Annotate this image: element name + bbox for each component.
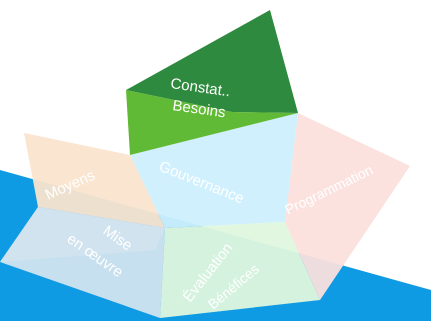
programmation-facet <box>285 113 410 300</box>
constat-sail-dark <box>126 10 298 113</box>
mise-en-oeuvre-facet <box>0 207 165 318</box>
gouvernance-facet <box>130 113 298 228</box>
constat-sail-light <box>126 90 298 155</box>
evaluation-facet <box>160 222 320 318</box>
moyens-facet <box>24 133 165 228</box>
